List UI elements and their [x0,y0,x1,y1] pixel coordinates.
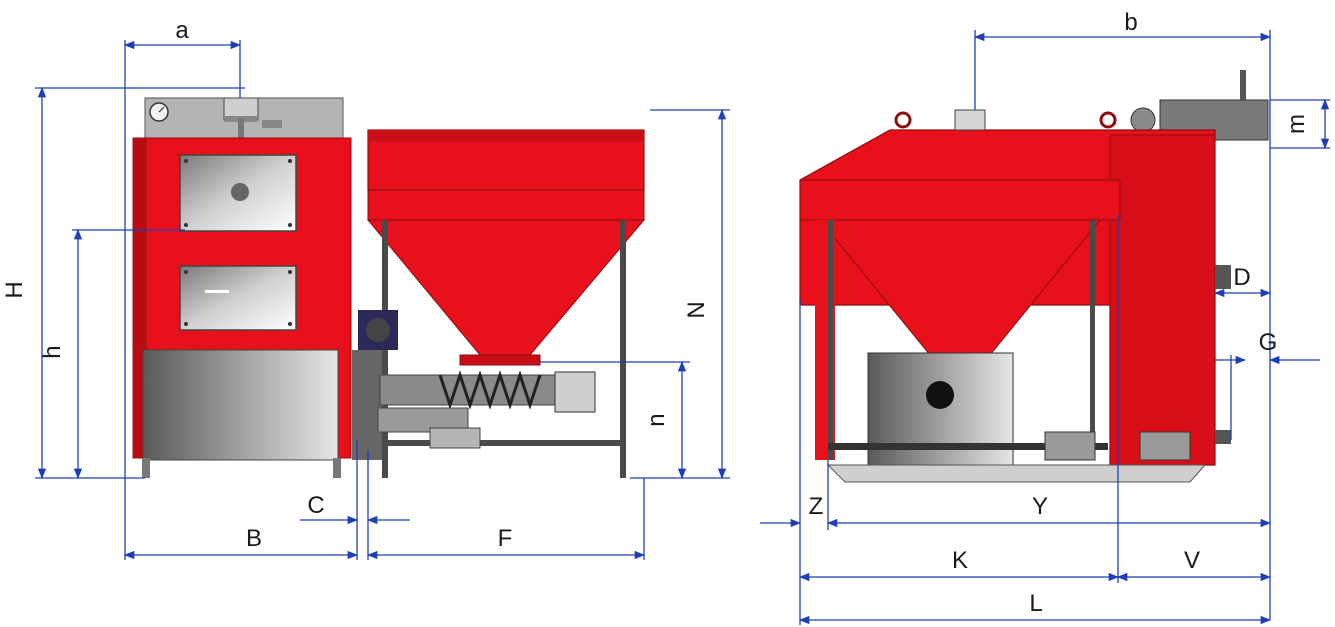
dimension-labels: a H h B C F N n b m D G Z Y K V L [1,9,1310,617]
label-b: b [1124,9,1137,36]
side-hopper-box [799,179,1121,221]
dimension-lines [35,30,1330,625]
pressure-gauge-icon [149,102,169,122]
burner-port [926,381,954,409]
label-Y: Y [1032,493,1048,520]
label-m: m [1283,114,1310,134]
hopper-box [367,189,645,221]
hopper-front-view [352,129,646,478]
lifting-eye-icon [894,111,1117,129]
hopper-funnel [366,219,646,356]
label-F: F [498,525,513,552]
label-G: G [1259,329,1278,356]
middle-door [179,265,297,331]
label-L: L [1029,590,1042,617]
burner-box [867,352,1014,474]
label-B: B [246,525,262,552]
label-a: a [175,17,189,44]
label-n: n [643,413,670,426]
side-base [826,464,1207,483]
label-N: N [683,301,710,318]
auger-screw-icon [379,370,561,410]
label-V: V [1184,547,1200,574]
label-K: K [952,547,968,574]
boiler-side-view [799,70,1269,483]
label-C: C [307,492,324,519]
label-Z: Z [809,493,824,520]
label-h: h [39,345,66,358]
boiler-front-view [132,97,352,478]
ash-panel [142,349,339,461]
label-D: D [1233,264,1250,291]
door-logo [231,183,249,201]
motor-icon [358,310,398,350]
label-H: H [1,281,28,298]
